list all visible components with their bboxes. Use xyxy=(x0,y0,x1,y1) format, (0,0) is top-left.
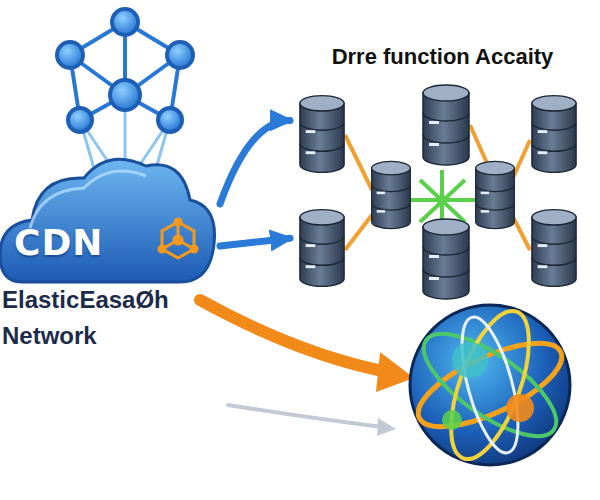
server-group: Drre function Accaity xyxy=(290,40,595,308)
orange-arrow xyxy=(200,300,414,392)
network-icon xyxy=(57,9,193,172)
cloud-shape xyxy=(0,159,215,282)
cloud-node: CDN ElasticEasaØh Network xyxy=(0,160,220,360)
flow-arrow xyxy=(220,120,290,204)
gray-arrow xyxy=(228,405,396,436)
globe-icon xyxy=(407,301,572,468)
network-label: ElasticEasaØh Network xyxy=(2,282,220,354)
cdn-label: CDN xyxy=(14,222,103,263)
server-cylinders xyxy=(300,85,576,299)
flow-arrow xyxy=(220,238,290,246)
group-title: Drre function Accaity xyxy=(290,44,595,70)
hexagon-icon xyxy=(159,219,197,258)
